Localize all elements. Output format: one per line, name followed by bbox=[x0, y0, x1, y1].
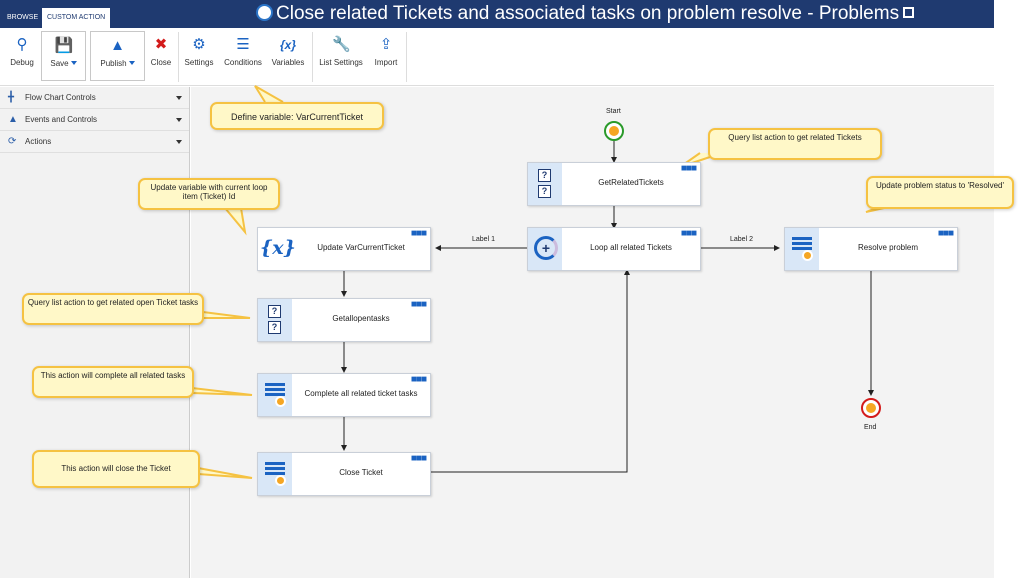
page-title: Close related Tickets and associated tas… bbox=[256, 3, 915, 25]
workflow-icon bbox=[256, 4, 273, 21]
start-node[interactable] bbox=[604, 121, 624, 141]
chevron-down-icon bbox=[176, 140, 182, 144]
wrench-icon: 🔧 bbox=[332, 36, 351, 53]
conditions-icon: ☰ bbox=[236, 36, 250, 53]
sidebar-item-flow-chart-controls[interactable]: ╋ Flow Chart Controls bbox=[0, 87, 189, 109]
update-list-icon bbox=[785, 228, 819, 270]
ribbon-toolbar: ⚲ Debug 💾 Save ▲ Publish ✖ Close ⚙ Settings ☰… bbox=[0, 28, 994, 86]
end-node[interactable] bbox=[861, 398, 881, 418]
node-label: Complete all related ticket tasks bbox=[304, 389, 418, 398]
close-button[interactable]: ✖ Close bbox=[148, 28, 174, 84]
node-label: GetRelatedTickets bbox=[598, 178, 664, 187]
tab-custom-action[interactable]: CUSTOM ACTION bbox=[42, 8, 111, 28]
callout-complete-all: This action will complete all related ta… bbox=[32, 366, 194, 398]
ribbon-divider bbox=[312, 32, 313, 82]
conditions-label: Conditions bbox=[224, 58, 262, 67]
close-label: Close bbox=[150, 58, 172, 67]
more-options-icon[interactable]: ■■■ bbox=[410, 299, 427, 310]
refresh-icon: ⟳ bbox=[8, 136, 17, 147]
node-resolve-problem[interactable]: Resolve problem ■■■ bbox=[784, 227, 958, 271]
variable-icon: {x} bbox=[258, 228, 296, 270]
node-complete-tasks[interactable]: Complete all related ticket tasks ■■■ bbox=[257, 373, 431, 417]
publish-label: Publish bbox=[100, 59, 127, 68]
callout-close-ticket: This action will close the Ticket bbox=[32, 450, 200, 488]
node-get-related-tickets[interactable]: ?? GetRelatedTickets ■■■ bbox=[527, 162, 701, 206]
chevron-down-icon bbox=[176, 96, 182, 100]
save-label: Save bbox=[50, 59, 69, 68]
start-label: Start bbox=[606, 108, 621, 115]
more-options-icon[interactable]: ■■■ bbox=[680, 163, 697, 174]
callout-query-open-tasks: Query list action to get related open Ti… bbox=[22, 293, 204, 325]
gear-icon: ⚙ bbox=[192, 36, 206, 53]
list-settings-button[interactable]: 🔧 List Settings bbox=[316, 28, 366, 84]
node-label: Loop all related Tickets bbox=[590, 243, 672, 252]
more-options-icon[interactable]: ■■■ bbox=[410, 228, 427, 239]
sidebar: ╋ Flow Chart Controls ▲ Events and Control… bbox=[0, 87, 190, 578]
more-options-icon[interactable]: ■■■ bbox=[410, 453, 427, 464]
update-list-icon bbox=[258, 453, 292, 495]
node-get-open-tasks[interactable]: ?? Getallopentasks ■■■ bbox=[257, 298, 431, 342]
save-icon: 💾 bbox=[54, 37, 74, 54]
import-button[interactable]: ⇪ Import bbox=[370, 28, 402, 84]
external-link-icon[interactable] bbox=[903, 7, 915, 18]
ribbon-divider bbox=[406, 32, 407, 82]
node-label: Resolve problem bbox=[857, 243, 919, 252]
node-close-ticket[interactable]: Close Ticket ■■■ bbox=[257, 452, 431, 496]
tab-browse[interactable]: BROWSE bbox=[7, 14, 39, 21]
hierarchy-icon: ▲ bbox=[8, 114, 18, 125]
import-label: Import bbox=[374, 58, 398, 67]
publish-icon: ▲ bbox=[110, 37, 125, 54]
more-options-icon[interactable]: ■■■ bbox=[937, 228, 954, 239]
loop-icon: + bbox=[528, 228, 562, 270]
edge-label-2: Label 2 bbox=[728, 236, 755, 243]
variables-button[interactable]: {x} Variables bbox=[269, 28, 307, 84]
settings-label: Settings bbox=[184, 58, 214, 67]
variables-icon: {x} bbox=[279, 38, 296, 52]
more-options-icon[interactable]: ■■■ bbox=[680, 228, 697, 239]
sidebar-item-label: Actions bbox=[25, 137, 52, 146]
variables-label: Variables bbox=[271, 58, 305, 67]
conditions-button[interactable]: ☰ Conditions bbox=[221, 28, 265, 84]
flowchart-icon: ╋ bbox=[8, 92, 15, 103]
callout-query-related: Query list action to get related Tickets bbox=[708, 128, 882, 160]
more-options-icon[interactable]: ■■■ bbox=[410, 374, 427, 385]
sidebar-item-events-and-controls[interactable]: ▲ Events and Controls bbox=[0, 109, 189, 131]
publish-button[interactable]: ▲ Publish bbox=[90, 31, 145, 81]
chevron-down-icon bbox=[128, 61, 135, 65]
query-list-icon: ?? bbox=[258, 299, 292, 341]
node-loop-related-tickets[interactable]: + Loop all related Tickets ■■■ bbox=[527, 227, 701, 271]
ribbon-divider bbox=[178, 32, 179, 82]
list-settings-label: List Settings bbox=[319, 58, 363, 67]
sidebar-item-actions[interactable]: ⟳ Actions bbox=[0, 131, 189, 153]
debug-icon: ⚲ bbox=[16, 36, 28, 53]
node-label: Getallopentasks bbox=[332, 314, 390, 323]
sidebar-item-label: Events and Controls bbox=[25, 115, 98, 124]
callout-define-variable: Define variable: VarCurrentTicket bbox=[210, 102, 384, 130]
save-button[interactable]: 💾 Save bbox=[41, 31, 86, 81]
close-icon: ✖ bbox=[154, 36, 168, 53]
debug-label: Debug bbox=[10, 58, 34, 67]
node-label: Update VarCurrentTicket bbox=[317, 243, 405, 252]
callout-update-variable: Update variable with current loop item (… bbox=[138, 178, 280, 210]
edge-label-1: Label 1 bbox=[470, 236, 497, 243]
update-list-icon bbox=[258, 374, 292, 416]
top-bar: BROWSE CUSTOM ACTION Close related Ticke… bbox=[0, 0, 994, 28]
end-label: End bbox=[864, 424, 877, 431]
sidebar-item-label: Flow Chart Controls bbox=[25, 93, 96, 102]
page-title-text: Close related Tickets and associated tas… bbox=[276, 3, 900, 24]
import-icon: ⇪ bbox=[379, 36, 393, 53]
chevron-down-icon bbox=[176, 118, 182, 122]
node-update-var[interactable]: {x} Update VarCurrentTicket ■■■ bbox=[257, 227, 431, 271]
query-list-icon: ?? bbox=[528, 163, 562, 205]
node-label: Close Ticket bbox=[339, 468, 383, 477]
callout-update-status: Update problem status to 'Resolved' bbox=[866, 176, 1014, 209]
debug-button[interactable]: ⚲ Debug bbox=[6, 28, 38, 84]
chevron-down-icon bbox=[70, 61, 77, 65]
settings-button[interactable]: ⚙ Settings bbox=[182, 28, 216, 84]
